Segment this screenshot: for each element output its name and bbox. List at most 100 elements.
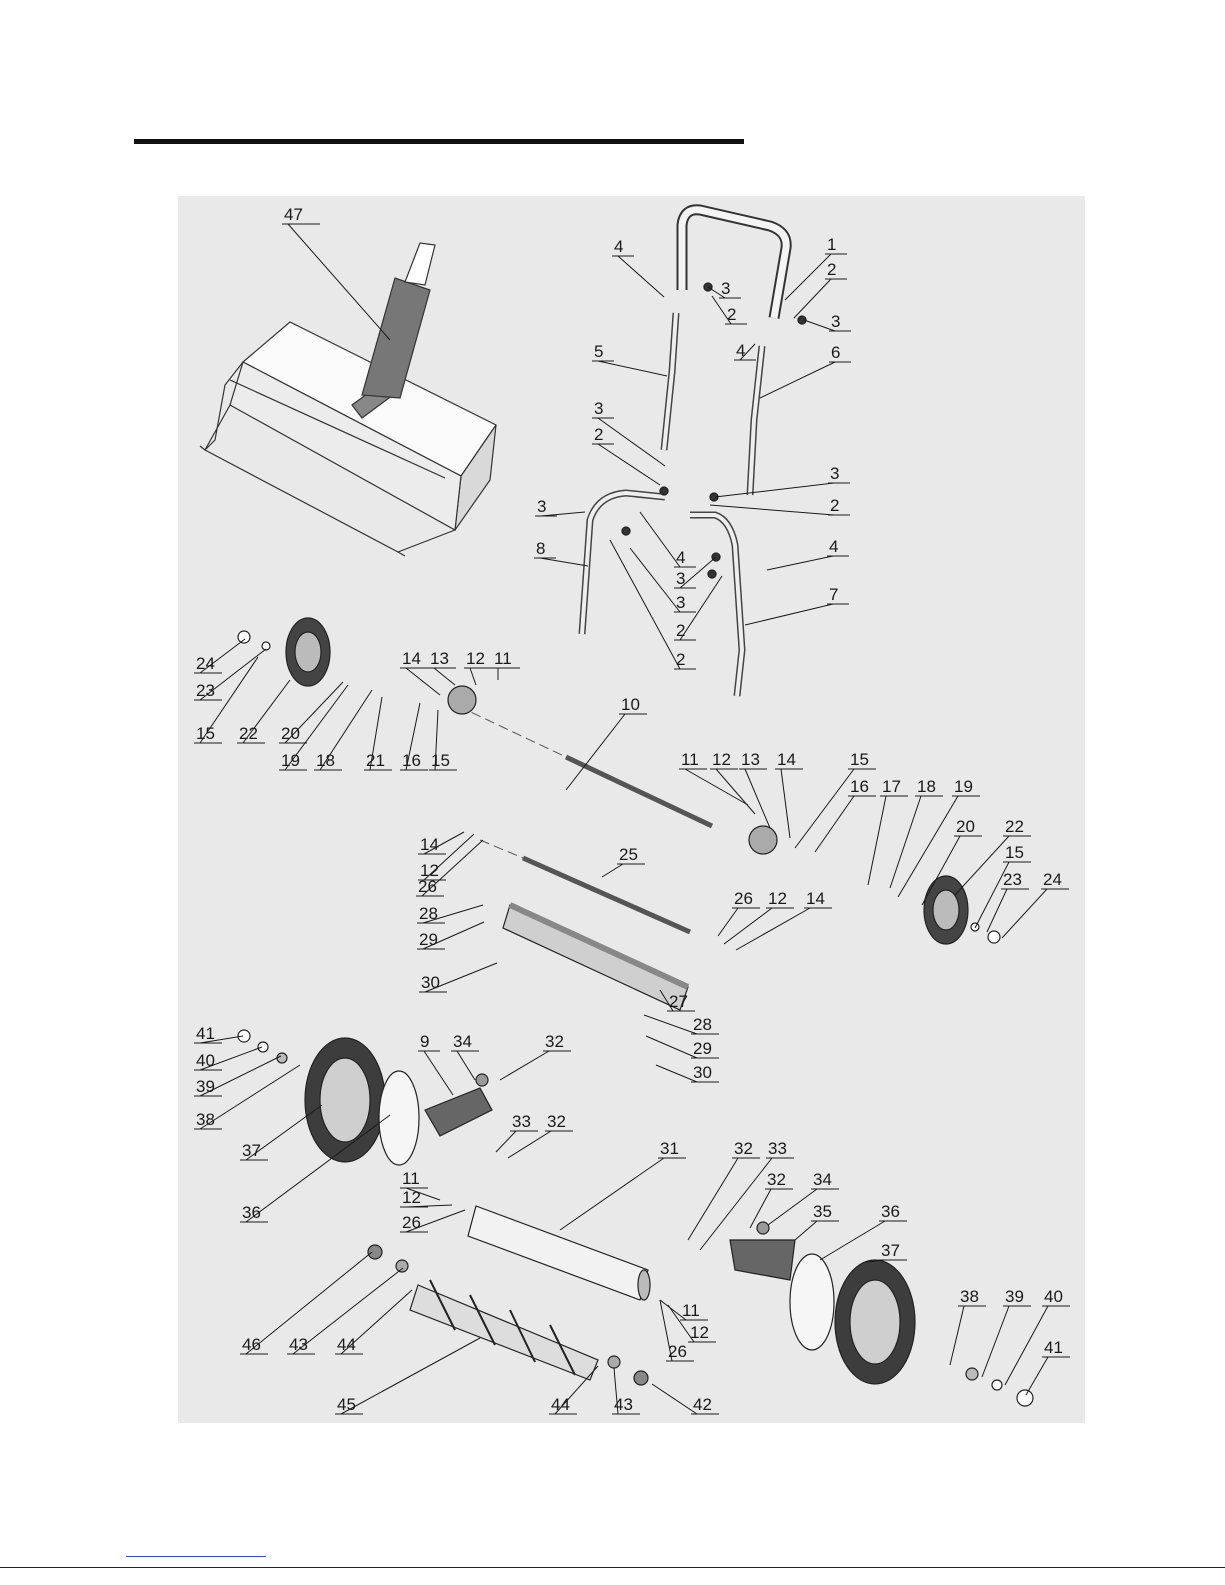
callout-number: 36 [881, 1202, 900, 1221]
callout-number: 36 [242, 1203, 261, 1222]
callout-number: 2 [827, 260, 836, 279]
callout-number: 14 [806, 889, 825, 908]
callout-number: 19 [954, 777, 973, 796]
callout-number: 20 [956, 817, 975, 836]
callout-number: 37 [881, 1241, 900, 1260]
callout-number: 14 [402, 649, 421, 668]
callout-number: 23 [1003, 870, 1022, 889]
callout-number: 39 [1005, 1287, 1024, 1306]
callout-number: 33 [512, 1112, 531, 1131]
callout-number: 3 [831, 312, 840, 331]
callout-number: 40 [1044, 1287, 1063, 1306]
callout-number: 14 [777, 750, 796, 769]
callout-number: 11 [402, 1169, 420, 1188]
callout-number: 29 [693, 1039, 712, 1058]
callout-number: 18 [316, 751, 335, 770]
callout-number: 21 [366, 751, 385, 770]
callout-number: 6 [831, 343, 840, 362]
callout-number: 15 [431, 751, 450, 770]
callout-number: 3 [676, 569, 685, 588]
callout-number: 33 [768, 1139, 787, 1158]
callout-number: 13 [741, 750, 760, 769]
callout-number: 8 [536, 539, 545, 558]
callout-number: 20 [281, 724, 300, 743]
callout-number: 26 [668, 1342, 687, 1361]
callout-number: 35 [813, 1202, 832, 1221]
callout-number: 2 [594, 425, 603, 444]
callout-number: 32 [547, 1112, 566, 1131]
callout-number: 9 [420, 1032, 429, 1051]
callout-number: 18 [917, 777, 936, 796]
callout-number: 30 [421, 973, 440, 992]
callout-number: 47 [284, 205, 303, 224]
callout-number: 32 [734, 1139, 753, 1158]
callout-number: 17 [882, 777, 901, 796]
callout-number: 11 [494, 649, 512, 668]
callout-number: 15 [196, 724, 215, 743]
callout-number: 19 [281, 751, 300, 770]
callout-number: 24 [196, 654, 215, 673]
callout-number: 34 [813, 1170, 832, 1189]
callout-number: 24 [1043, 870, 1062, 889]
callout-number: 41 [1044, 1338, 1063, 1357]
callout-number: 15 [1005, 843, 1024, 862]
callout-number: 2 [830, 496, 839, 515]
callout-number: 37 [242, 1141, 261, 1160]
callout-number: 12 [768, 889, 787, 908]
callout-number: 25 [619, 845, 638, 864]
callout-number: 12 [402, 1188, 421, 1207]
callout-number: 22 [1005, 817, 1024, 836]
callout-number: 10 [621, 695, 640, 714]
callout-number: 44 [337, 1335, 356, 1354]
callout-number: 22 [239, 724, 258, 743]
callout-number: 16 [402, 751, 421, 770]
callout-number: 4 [614, 237, 623, 256]
callout-number: 27 [669, 992, 688, 1011]
footer-link-underline [126, 1556, 266, 1557]
callout-number: 43 [614, 1395, 633, 1414]
callout-number: 16 [850, 777, 869, 796]
callout-number: 4 [736, 341, 745, 360]
callout-number: 31 [660, 1139, 679, 1158]
callout-number: 4 [676, 548, 685, 567]
callout-number: 46 [242, 1335, 261, 1354]
callout-number: 2 [676, 650, 685, 669]
callout-number: 4 [829, 537, 838, 556]
callout-number: 3 [830, 464, 839, 483]
callout-number: 28 [693, 1015, 712, 1034]
callout-number: 40 [196, 1051, 215, 1070]
callout-number: 14 [420, 835, 439, 854]
callout-number: 41 [196, 1024, 215, 1043]
callout-number: 29 [419, 930, 438, 949]
callout-number: 7 [829, 585, 838, 604]
callout-number: 13 [430, 649, 449, 668]
callout-number: 26 [418, 877, 437, 896]
callout-number: 32 [767, 1170, 786, 1189]
callout-number: 23 [196, 681, 215, 700]
callout-number: 44 [551, 1395, 570, 1414]
callout-number: 11 [682, 1301, 700, 1320]
footer-rule [0, 1567, 1225, 1568]
callout-number: 3 [676, 593, 685, 612]
callout-number: 2 [676, 621, 685, 640]
callout-number: 12 [712, 750, 731, 769]
callout-number: 38 [960, 1287, 979, 1306]
callout-number: 3 [594, 399, 603, 418]
callout-number: 26 [402, 1213, 421, 1232]
callout-number: 3 [721, 279, 730, 298]
callout-number: 30 [693, 1063, 712, 1082]
callout-number: 15 [850, 750, 869, 769]
callout-number: 39 [196, 1077, 215, 1096]
callout-number: 3 [537, 497, 546, 516]
callout-number: 38 [196, 1110, 215, 1129]
callout-number: 28 [419, 904, 438, 923]
callout-number: 11 [681, 750, 699, 769]
callout-number: 43 [289, 1335, 308, 1354]
callout-number: 45 [337, 1395, 356, 1414]
callout-number: 12 [690, 1323, 709, 1342]
callout-number: 32 [545, 1032, 564, 1051]
callout-number: 5 [594, 342, 603, 361]
callout-number: 34 [453, 1032, 472, 1051]
